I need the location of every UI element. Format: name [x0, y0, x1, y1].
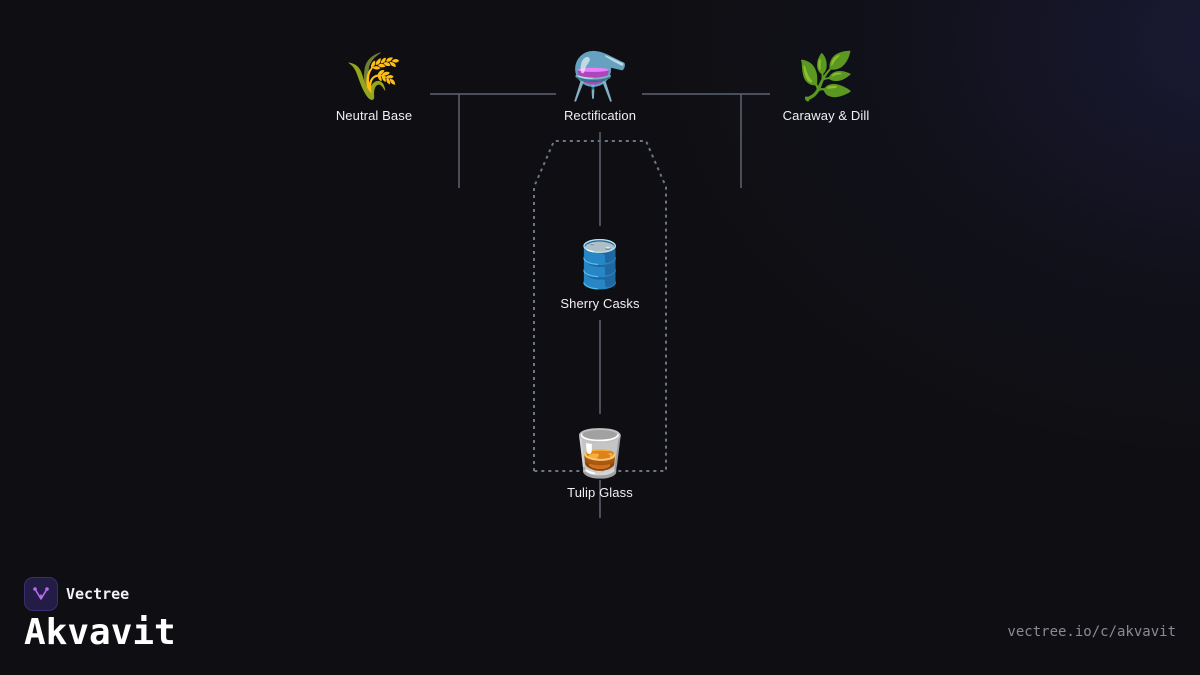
brand[interactable]: Vectree — [24, 577, 129, 611]
vectree-logo-icon — [24, 577, 58, 611]
wheat-icon: 🌾 — [345, 50, 403, 102]
node-caraway-dill[interactable]: 🌿 Caraway & Dill — [736, 48, 916, 123]
node-tulip-glass[interactable]: 🥃 Tulip Glass — [510, 425, 690, 500]
node-label: Rectification — [563, 108, 637, 123]
node-neutral-base[interactable]: 🌾 Neutral Base — [284, 48, 464, 123]
node-label: Caraway & Dill — [782, 108, 870, 123]
node-rectification[interactable]: ⚗️ Rectification — [510, 48, 690, 123]
page-title: Akvavit — [24, 612, 176, 653]
connector-caraway-dill-rectification — [642, 93, 770, 188]
node-label: Neutral Base — [335, 108, 413, 123]
brand-name: Vectree — [66, 585, 130, 603]
alembic-icon: ⚗️ — [571, 50, 629, 102]
connector-neutral-base-rectification — [430, 93, 556, 188]
node-label: Sherry Casks — [560, 296, 640, 311]
page-url[interactable]: vectree.io/c/akvavit — [1007, 624, 1176, 640]
node-label: Tulip Glass — [567, 485, 633, 500]
herb-icon: 🌿 — [797, 50, 855, 102]
node-sherry-casks[interactable]: 🛢️ Sherry Casks — [510, 236, 690, 311]
glass-icon: 🥃 — [571, 427, 629, 479]
barrel-icon: 🛢️ — [571, 238, 629, 290]
